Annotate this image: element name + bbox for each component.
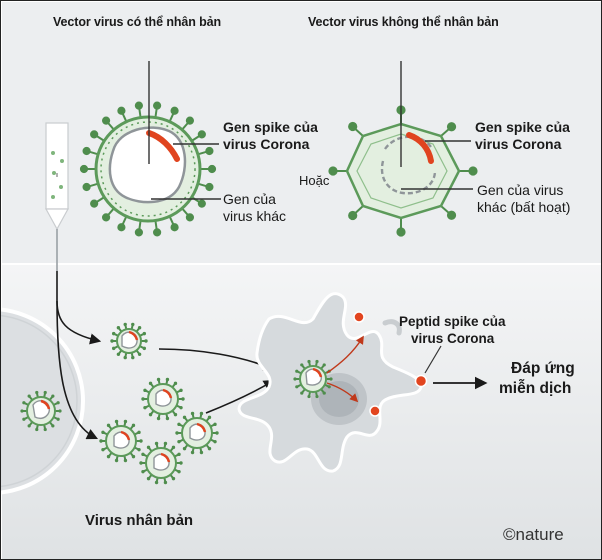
- small-virus-icon: [141, 377, 185, 421]
- other-gene-label-left: Gen của virus khác: [223, 191, 286, 225]
- small-virus-icon: [175, 411, 219, 455]
- nature-credit-logo: ©nature: [503, 525, 564, 544]
- other-gene-label-left-line1: Gen của: [223, 191, 276, 207]
- replicating-virus-group: [99, 322, 219, 485]
- peptide-label: Peptid spike của virus Corona: [399, 313, 506, 347]
- nonreplicating-virus-icon: [328, 105, 478, 237]
- immune-response-label: Đáp ứng miễn dịch: [499, 359, 575, 399]
- peptide-label-line2: virus Corona: [411, 331, 495, 346]
- other-gene-label-right-line2: khác (bất hoạt): [477, 199, 571, 215]
- small-virus-icon: [99, 419, 143, 463]
- immune-response-line1: Đáp ứng: [511, 360, 575, 377]
- peptide-pointer: [424, 345, 442, 374]
- virus-in-cell-icon: [20, 390, 62, 432]
- replicating-virus-label: Virus nhân bản: [85, 512, 194, 529]
- spike-peptide-dots: [353, 311, 428, 417]
- spike-gene-label-right-line2: virus Corona: [475, 136, 562, 152]
- small-virus-icon: [110, 322, 148, 360]
- spike-gene-label-right-line1: Gen spike của: [475, 119, 570, 135]
- arrow-to-virus-group: [56, 300, 99, 440]
- virus-in-dendritic-cell-icon: [293, 359, 333, 399]
- other-gene-label-right: Gen của virus khác (bất hoạt): [477, 182, 570, 216]
- peptide-label-line1: Peptid spike của: [399, 314, 506, 329]
- nonreplicating-vector-title: Vector virus không thể nhân bản: [308, 15, 499, 29]
- top-panel-background: [2, 2, 601, 264]
- spike-gene-label-left-line2: virus Corona: [223, 136, 310, 152]
- spike-gene-label-right: Gen spike của virus Corona: [475, 119, 570, 153]
- spike-gene-label-left-line1: Gen spike của: [223, 119, 318, 135]
- spike-gene-label-left: Gen spike của virus Corona: [223, 119, 318, 153]
- syringe-icon: [44, 122, 70, 271]
- other-gene-label-right-line1: Gen của virus: [477, 182, 564, 198]
- peptide-arrow-down: [326, 382, 359, 403]
- replicating-virus-icon: [79, 101, 217, 237]
- arrow-to-dendritic-cell-bottom: [205, 379, 275, 414]
- peptide-arrow-up: [326, 335, 364, 374]
- small-virus-icon: [139, 441, 183, 485]
- immune-response-line2: miễn dịch: [499, 380, 572, 397]
- other-gene-label-left-line2: virus khác: [223, 208, 287, 224]
- or-label: Hoặc: [299, 173, 330, 188]
- replicating-vector-title: Vector virus có thể nhân bản: [53, 15, 222, 29]
